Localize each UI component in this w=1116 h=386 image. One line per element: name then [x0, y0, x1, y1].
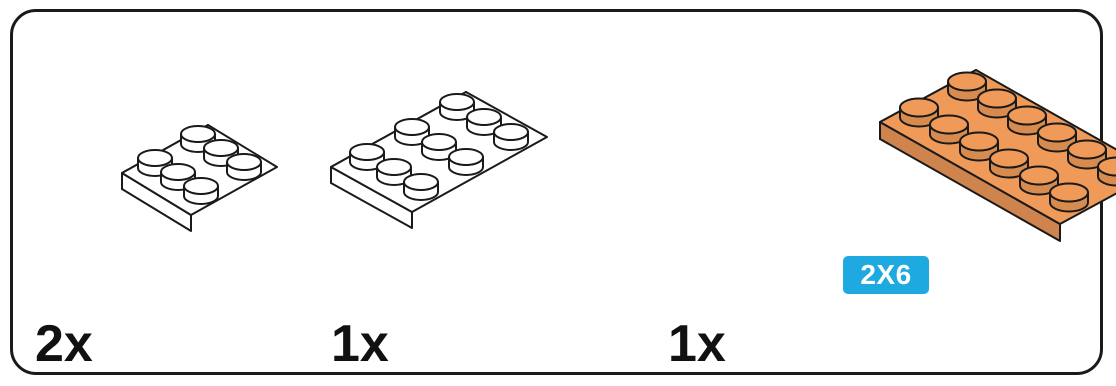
stud [1067, 139, 1107, 170]
stud [1007, 105, 1047, 136]
orange-2x6-plate [879, 69, 1116, 242]
stud [947, 71, 987, 102]
stud [1097, 156, 1116, 187]
part-1-quantity: 2x [35, 315, 93, 373]
stud [1037, 122, 1077, 153]
stud [493, 123, 529, 151]
stud [183, 177, 219, 205]
stud [403, 173, 439, 201]
stud [929, 114, 969, 145]
stud [394, 118, 430, 146]
stud [226, 153, 262, 181]
stud [899, 97, 939, 128]
part-2-quantity: 1x [331, 315, 389, 373]
stud [1049, 182, 1089, 213]
stud [977, 88, 1017, 119]
stud [448, 148, 484, 176]
stud [349, 143, 385, 171]
stud [421, 133, 457, 161]
stud [959, 131, 999, 162]
stud [466, 108, 502, 136]
stud [439, 93, 475, 121]
stud [1019, 165, 1059, 196]
stud [989, 148, 1029, 179]
white-2x3-plate [121, 124, 278, 232]
white-3x3-plate [330, 91, 548, 229]
part-3-quantity: 1x [668, 315, 726, 373]
part-3-size-badge: 2X6 [843, 256, 929, 294]
stud [376, 158, 412, 186]
